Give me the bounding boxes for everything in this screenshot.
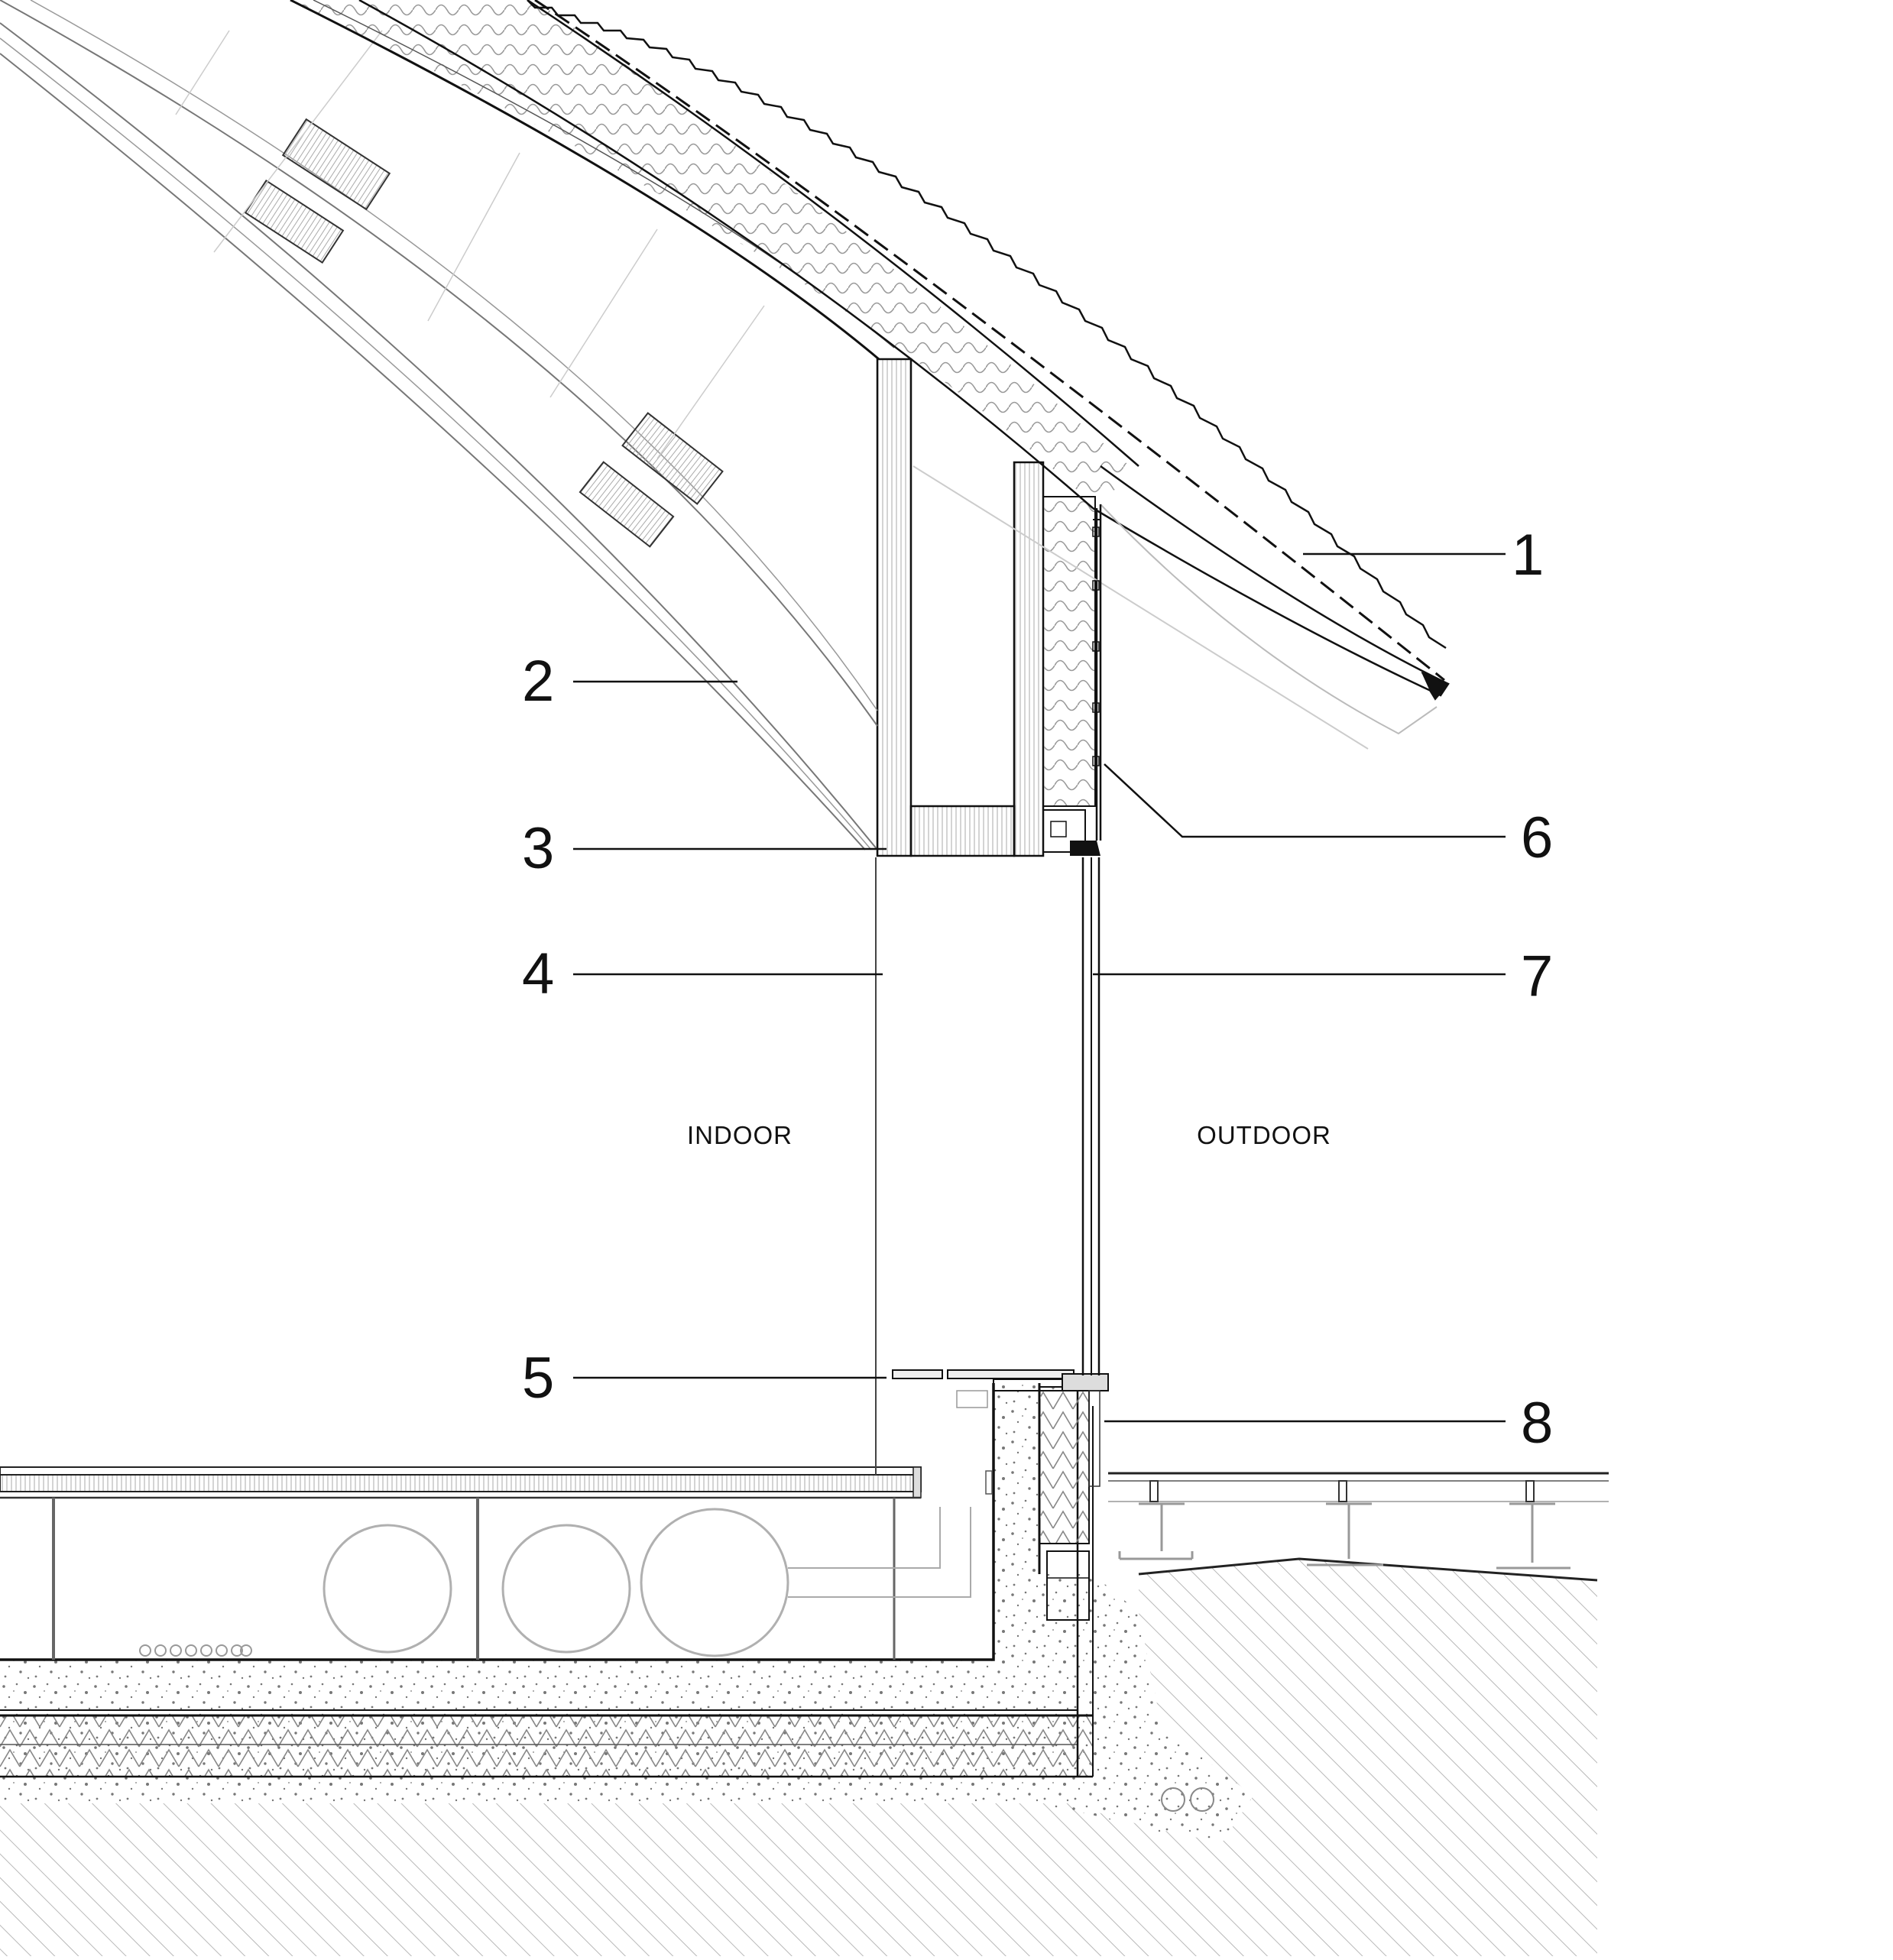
- callout-2: 2: [522, 649, 554, 714]
- callout-1: 1: [1512, 523, 1544, 588]
- outdoor-label: OUTDOOR: [1197, 1121, 1331, 1149]
- callout-4: 4: [522, 941, 554, 1006]
- floor-system: [0, 1466, 971, 1660]
- wall-lines: [875, 358, 1100, 1475]
- outdoor-deck: [1108, 1472, 1609, 1570]
- indoor-label: INDOOR: [687, 1121, 793, 1149]
- earth-ground: [0, 1557, 1598, 1956]
- callout-3: 3: [522, 816, 554, 881]
- callout-7: 7: [1521, 944, 1553, 1009]
- callout-5: 5: [522, 1346, 554, 1411]
- foundation-slab: [0, 1383, 1253, 1842]
- roof-assembly: [290, 0, 1450, 841]
- leader-6: [1104, 763, 1506, 838]
- callout-6: 6: [1521, 805, 1553, 870]
- callout-leaders: [573, 552, 1506, 1423]
- window-sill: [892, 1369, 1109, 1495]
- arched-rib: [0, 0, 1369, 850]
- callout-8: 8: [1521, 1391, 1553, 1456]
